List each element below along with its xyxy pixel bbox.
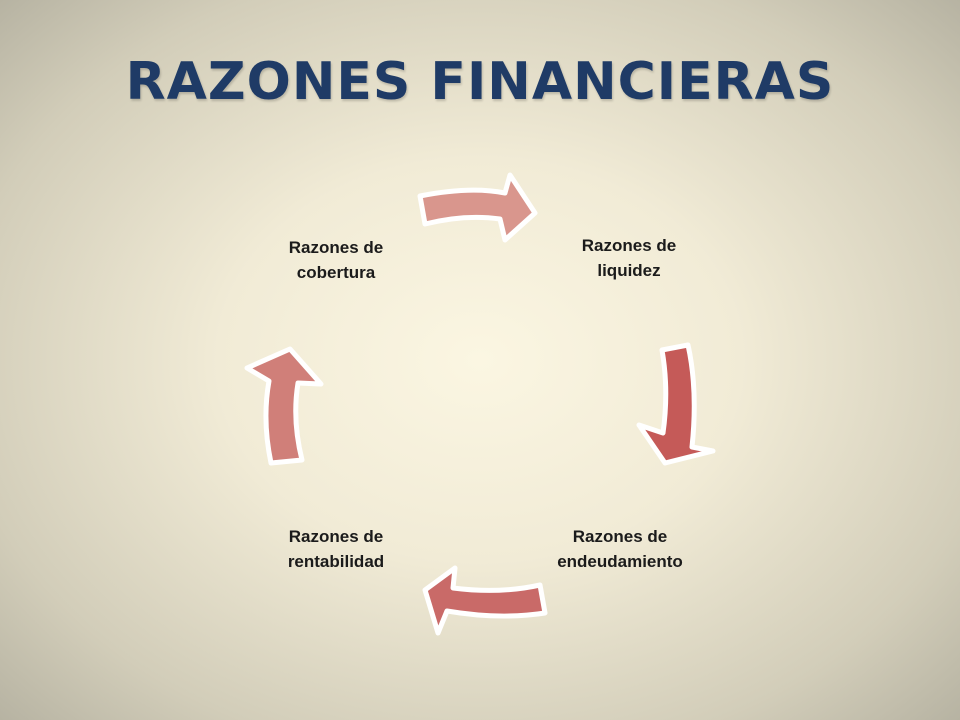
node-liquidez: Razones de liquidez: [581, 236, 677, 280]
node-cobertura: Razones de cobertura: [288, 238, 384, 282]
arrow-liquidez-to-endeudamiento: [636, 342, 716, 466]
node-endeudamiento: Razones de endeudamiento: [557, 527, 683, 571]
slide-title: RAZONES FINANCIERAS: [125, 52, 835, 112]
arrow-rentabilidad-to-cobertura: [244, 346, 324, 466]
arrow-cobertura-to-liquidez: [417, 172, 538, 243]
node-rentabilidad: Razones de rentabilidad: [287, 527, 385, 571]
arrow-endeudamiento-to-rentabilidad: [422, 565, 548, 636]
